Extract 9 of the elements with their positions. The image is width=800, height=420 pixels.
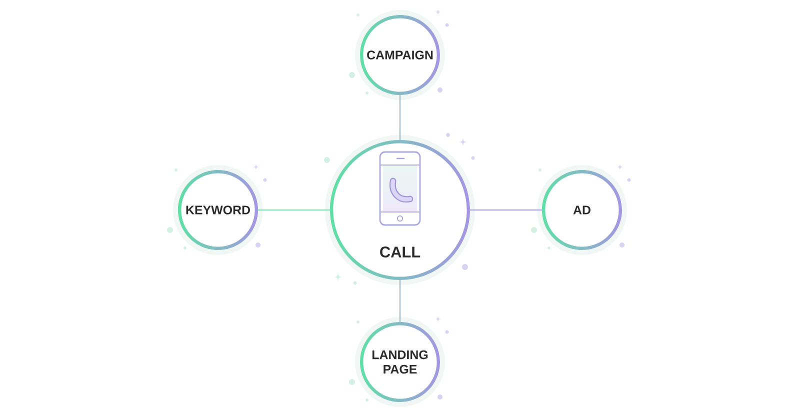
circle-node: AD	[537, 165, 627, 255]
connector-line	[399, 280, 401, 322]
connector-line	[258, 209, 330, 211]
connector-line	[399, 94, 401, 140]
circle-node: CAMPAIGN	[355, 10, 445, 100]
connector-line	[470, 209, 542, 211]
circle-node: CALL	[325, 135, 475, 285]
circle-node: LANDING PAGE	[355, 317, 445, 407]
circle-node: KEYWORD	[173, 165, 263, 255]
